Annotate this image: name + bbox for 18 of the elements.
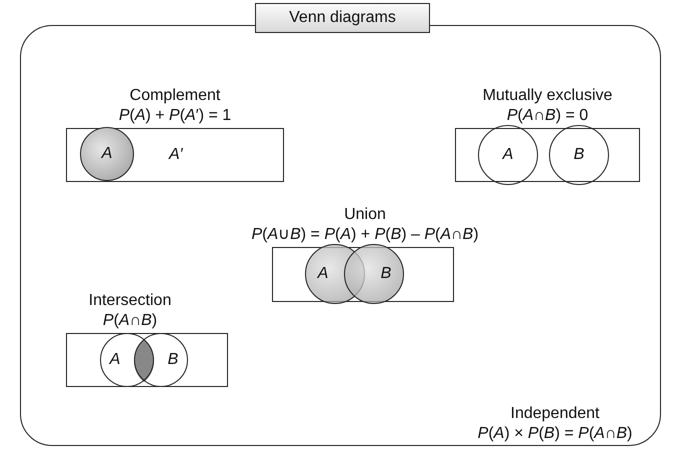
probability-formula: P(A∩B) bbox=[102, 311, 158, 331]
set-heading: Complement bbox=[130, 86, 220, 106]
set-circle: B bbox=[549, 125, 609, 185]
complement-label: A′ bbox=[169, 146, 183, 164]
set-heading: Union bbox=[344, 205, 386, 225]
independent-heading: Independent bbox=[510, 404, 600, 424]
set-circle: A bbox=[100, 333, 154, 387]
probability-formula: P(A∩B) = 0 bbox=[506, 106, 588, 126]
set-circle: B bbox=[344, 244, 404, 304]
set-heading: Mutually exclusive bbox=[482, 86, 612, 106]
set-circle: B bbox=[134, 333, 188, 387]
set-circle: A bbox=[478, 125, 538, 185]
probability-formula: P(A∪B) = P(A) + P(B) – P(A∩B) bbox=[251, 225, 479, 245]
set-circle: A bbox=[80, 127, 134, 181]
title-heading: Venn diagrams bbox=[255, 3, 430, 33]
probability-formula: P(A) + P(A′) = 1 bbox=[118, 106, 232, 126]
set-heading: Intersection bbox=[88, 291, 172, 311]
probability-formula: P(A) × P(B) = P(A∩B) bbox=[478, 424, 632, 444]
